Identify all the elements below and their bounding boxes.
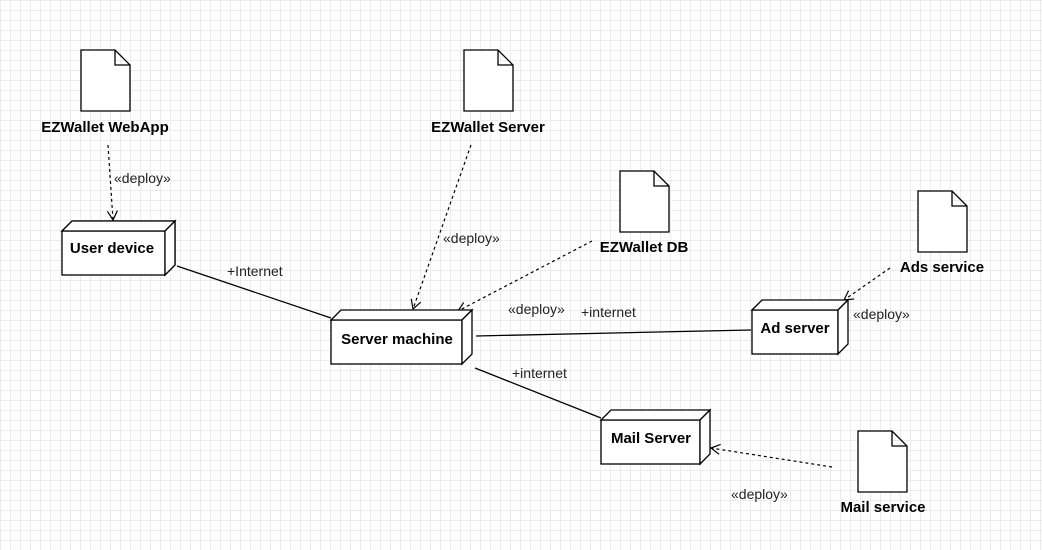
document-icon bbox=[463, 49, 514, 112]
link-user-server-label: +Internet bbox=[227, 263, 283, 279]
node-user-device[interactable]: User device bbox=[60, 219, 177, 277]
artifact-webapp-label: EZWallet WebApp bbox=[41, 119, 169, 136]
node-mail-server-label: Mail Server bbox=[611, 430, 691, 447]
artifact-ads-label: Ads service bbox=[900, 259, 984, 276]
artifact-db[interactable]: EZWallet DB bbox=[600, 170, 689, 256]
document-icon bbox=[917, 190, 968, 253]
deploy-db-arrow bbox=[456, 240, 593, 312]
deploy-webapp-arrow bbox=[106, 144, 118, 222]
document-icon bbox=[857, 430, 908, 493]
link-server-mail-label: +internet bbox=[512, 365, 567, 381]
deploy-mail-arrow bbox=[709, 443, 833, 468]
artifact-server[interactable]: EZWallet Server bbox=[431, 49, 545, 136]
node-server-machine[interactable]: Server machine bbox=[329, 308, 474, 366]
node-ad-server-label: Ad server bbox=[760, 320, 829, 337]
deploy-db-label: «deploy» bbox=[508, 301, 565, 317]
deploy-server-label: «deploy» bbox=[443, 230, 500, 246]
artifact-ads[interactable]: Ads service bbox=[900, 190, 984, 276]
artifact-mail-label: Mail service bbox=[840, 499, 925, 516]
artifact-db-label: EZWallet DB bbox=[600, 239, 689, 256]
deploy-webapp-label: «deploy» bbox=[114, 170, 171, 186]
link-server-ad-label: +internet bbox=[581, 304, 636, 320]
document-icon bbox=[80, 49, 131, 112]
document-icon bbox=[619, 170, 670, 233]
deploy-ads-arrow bbox=[842, 267, 891, 301]
link-server-machine-mail-server bbox=[474, 367, 602, 419]
deploy-server-arrow bbox=[410, 144, 472, 311]
node-mail-server[interactable]: Mail Server bbox=[599, 408, 712, 466]
node-server-machine-label: Server machine bbox=[341, 331, 453, 348]
link-server-machine-ad-server bbox=[475, 329, 752, 337]
deploy-mail-label: «deploy» bbox=[731, 486, 788, 502]
node-user-device-label: User device bbox=[70, 240, 154, 257]
artifact-server-label: EZWallet Server bbox=[431, 119, 545, 136]
deploy-ads-label: «deploy» bbox=[853, 306, 910, 322]
node-ad-server[interactable]: Ad server bbox=[750, 298, 850, 356]
link-user-device-server-machine bbox=[176, 265, 332, 319]
artifact-mail[interactable]: Mail service bbox=[840, 430, 926, 516]
artifact-webapp[interactable]: EZWallet WebApp bbox=[41, 49, 169, 136]
